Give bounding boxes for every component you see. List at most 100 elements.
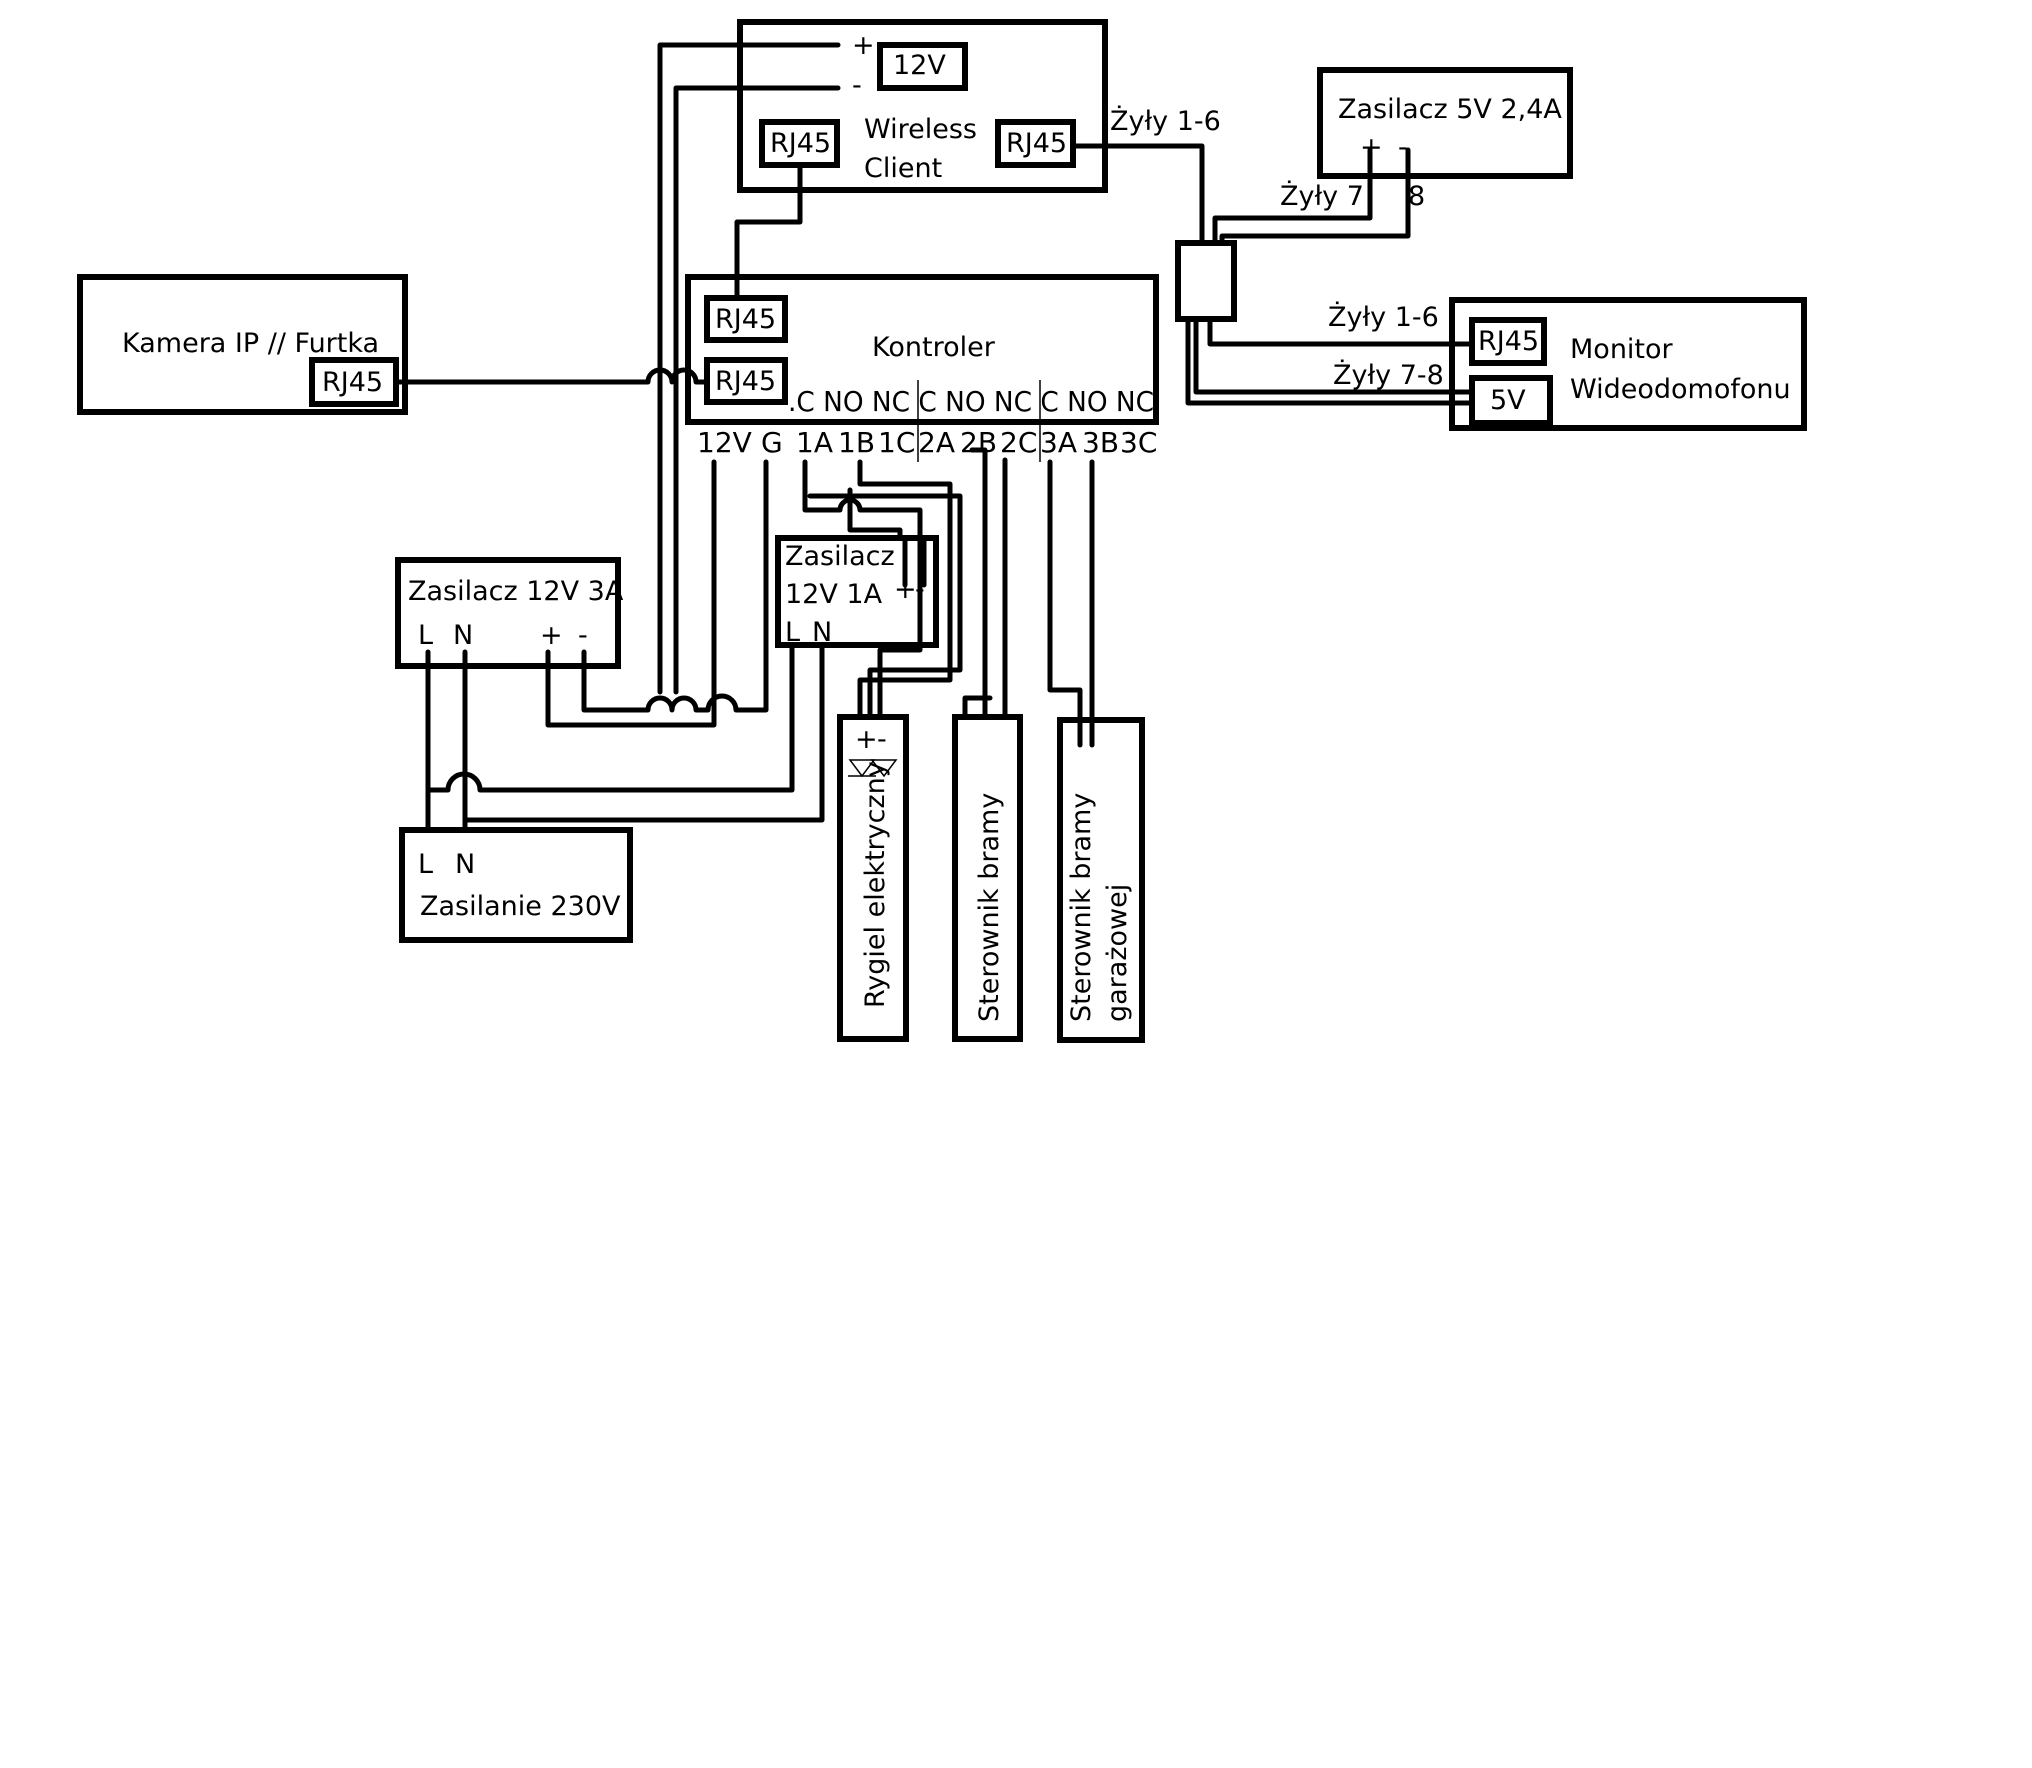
psu-12v-1a-title-2: 12V 1A <box>785 579 883 610</box>
wire-junction-psu5v-minus <box>1219 147 1411 246</box>
psu-12v-3a-minus: - <box>578 620 588 651</box>
psu-5v-plus: + <box>1360 132 1383 163</box>
label-zyly-1-6-monitor: Żyły 1-6 <box>1328 301 1439 333</box>
label-zyly-7: Żyły 7 <box>1280 180 1364 212</box>
wire-wc-minus <box>673 85 841 695</box>
wire-wc-to-junction <box>1070 143 1205 246</box>
terminal-2c: 2C <box>1000 426 1037 459</box>
monitor-5v-label: 5V <box>1490 385 1526 416</box>
kontroler-title: Kontroler <box>872 332 996 363</box>
psu-5v-title: Zasilacz 5V 2,4A <box>1338 94 1562 125</box>
gate-controller-title: Sterownik bramy <box>974 793 1005 1022</box>
wire-junction-monitor-rj45 <box>1207 316 1475 347</box>
wireless-client-rj45-right-label: RJ45 <box>1006 128 1067 159</box>
wire-relay-to-bolt <box>857 459 953 720</box>
garage-controller-title-1: Sterownik bramy <box>1066 793 1097 1022</box>
psu-12v-1a-L: L <box>785 617 800 648</box>
wire-2a-gate <box>962 695 993 720</box>
terminal-2a: 2A <box>918 426 955 459</box>
wireless-client-plus: + <box>852 30 875 61</box>
psu-12v-3a-L: L <box>418 620 433 651</box>
wire-mains-L-to-psu1a <box>425 642 795 793</box>
wire-mains-N-to-psu1a <box>462 642 825 823</box>
wire-wc-plus <box>657 42 841 695</box>
bolt: Rygiel elektryczny + - <box>837 714 909 1042</box>
camera: Kamera IP // Furtka RJ45 <box>77 274 408 415</box>
psu-5v: Zasilacz 5V 2,4A + - <box>1317 67 1573 179</box>
psu-5v-box <box>1317 67 1573 179</box>
psu-12v-3a-plus: + <box>540 620 563 651</box>
kontroler: RJ45 RJ45 Kontroler .C NO NC C NO NC C N… <box>685 274 1159 462</box>
monitor-title-2: Wideodomofonu <box>1570 374 1791 405</box>
wire-junction-monitor-5v-2 <box>1193 316 1475 395</box>
wireless-client-title-2: Client <box>864 153 942 184</box>
wireless-client-rj45-left-label: RJ45 <box>770 128 831 159</box>
wires <box>393 42 1475 833</box>
mains-N: N <box>455 849 475 880</box>
garage-controller-title-2: garażowej <box>1102 884 1133 1022</box>
wireless-client-minus: - <box>852 70 862 101</box>
junction-box <box>1175 240 1237 322</box>
label-zyly-8: 8 <box>1408 181 1425 212</box>
wireless-client: 12V RJ45 RJ45 Wireless Client + - <box>737 19 1108 193</box>
gate-controller: Sterownik bramy <box>952 714 1023 1042</box>
monitor: RJ45 5V Monitor Wideodomofonu <box>1449 297 1807 431</box>
wire-1b-relay <box>847 487 903 541</box>
monitor-title-1: Monitor <box>1570 334 1674 365</box>
wire-camera-to-kontroler <box>393 367 710 385</box>
monitor-box <box>1449 297 1807 431</box>
psu-12v-1a: Zasilacz 12V 1A + - L N <box>775 535 939 648</box>
wire-2b-gate <box>969 447 988 720</box>
wireless-client-box <box>737 19 1108 193</box>
bolt-minus: - <box>877 724 887 755</box>
terminal-3c: 3C <box>1120 426 1157 459</box>
terminal-3b: 3B <box>1082 426 1119 459</box>
psu-12v-1a-plus: + <box>894 574 917 605</box>
mains: L N Zasilanie 230V <box>399 827 633 943</box>
kontroler-rj45-bottom-label: RJ45 <box>715 366 776 397</box>
kontroler-box <box>685 274 1159 425</box>
bolt-plus: + <box>855 724 878 755</box>
psu-12v-1a-title-1: Zasilacz <box>785 541 895 572</box>
psu-12v-1a-box <box>775 535 939 648</box>
camera-box <box>77 274 408 415</box>
monitor-rj45-label: RJ45 <box>1478 326 1539 357</box>
wire-wc-to-kontroler <box>734 162 803 301</box>
terminal-12v: 12V <box>697 426 752 459</box>
bolt-diode-icon <box>848 759 898 778</box>
wire-psu12v3a-plus <box>545 459 717 728</box>
mains-title: Zasilanie 230V <box>420 891 621 922</box>
camera-title: Kamera IP // Furtka <box>122 328 379 359</box>
mains-L: L <box>418 849 433 880</box>
wire-3a-garage <box>1047 459 1083 748</box>
wireless-client-power-box <box>877 42 968 91</box>
wireless-client-title-1: Wireless <box>864 114 977 145</box>
terminal-1b: 1B <box>838 426 875 459</box>
psu-5v-minus: - <box>1398 132 1408 163</box>
terminal-1a: 1A <box>796 426 833 459</box>
terminal-g: G <box>761 426 783 459</box>
terminal-3a: 3A <box>1040 426 1077 459</box>
label-zyly-7-8: Żyły 7-8 <box>1333 359 1444 391</box>
wire-1c-relay <box>807 493 963 720</box>
wire-junction-monitor-5v-1 <box>1185 316 1475 406</box>
kontroler-terminals: 12V G 1A 1B 1C 2A 2B 2C 3A 3B 3C <box>697 426 1157 459</box>
wireless-client-power-label: 12V <box>893 50 946 81</box>
psu-12v-3a-N: N <box>453 620 473 651</box>
kontroler-relay-header: .C NO NC C NO NC C NO NC <box>788 385 1154 418</box>
psu-12v-1a-N: N <box>812 617 832 648</box>
label-zyly-1-6-top: Żyły 1-6 <box>1110 105 1221 137</box>
psu-12v-3a-box <box>395 557 621 669</box>
terminal-1c: 1C <box>878 426 915 459</box>
wire-psu12v3a-minus <box>581 459 769 713</box>
camera-rj45-label: RJ45 <box>322 367 383 398</box>
wire-1a-relay <box>802 459 923 720</box>
kontroler-rj45-top-label: RJ45 <box>715 304 776 335</box>
garage-controller: Sterownik bramy garażowej <box>1057 717 1145 1043</box>
bolt-box <box>837 714 909 1042</box>
mains-box <box>399 827 633 943</box>
garage-controller-box <box>1057 717 1145 1043</box>
psu-12v-3a: Zasilacz 12V 3A L N + - <box>395 557 624 669</box>
terminal-2b: 2B <box>960 426 997 459</box>
